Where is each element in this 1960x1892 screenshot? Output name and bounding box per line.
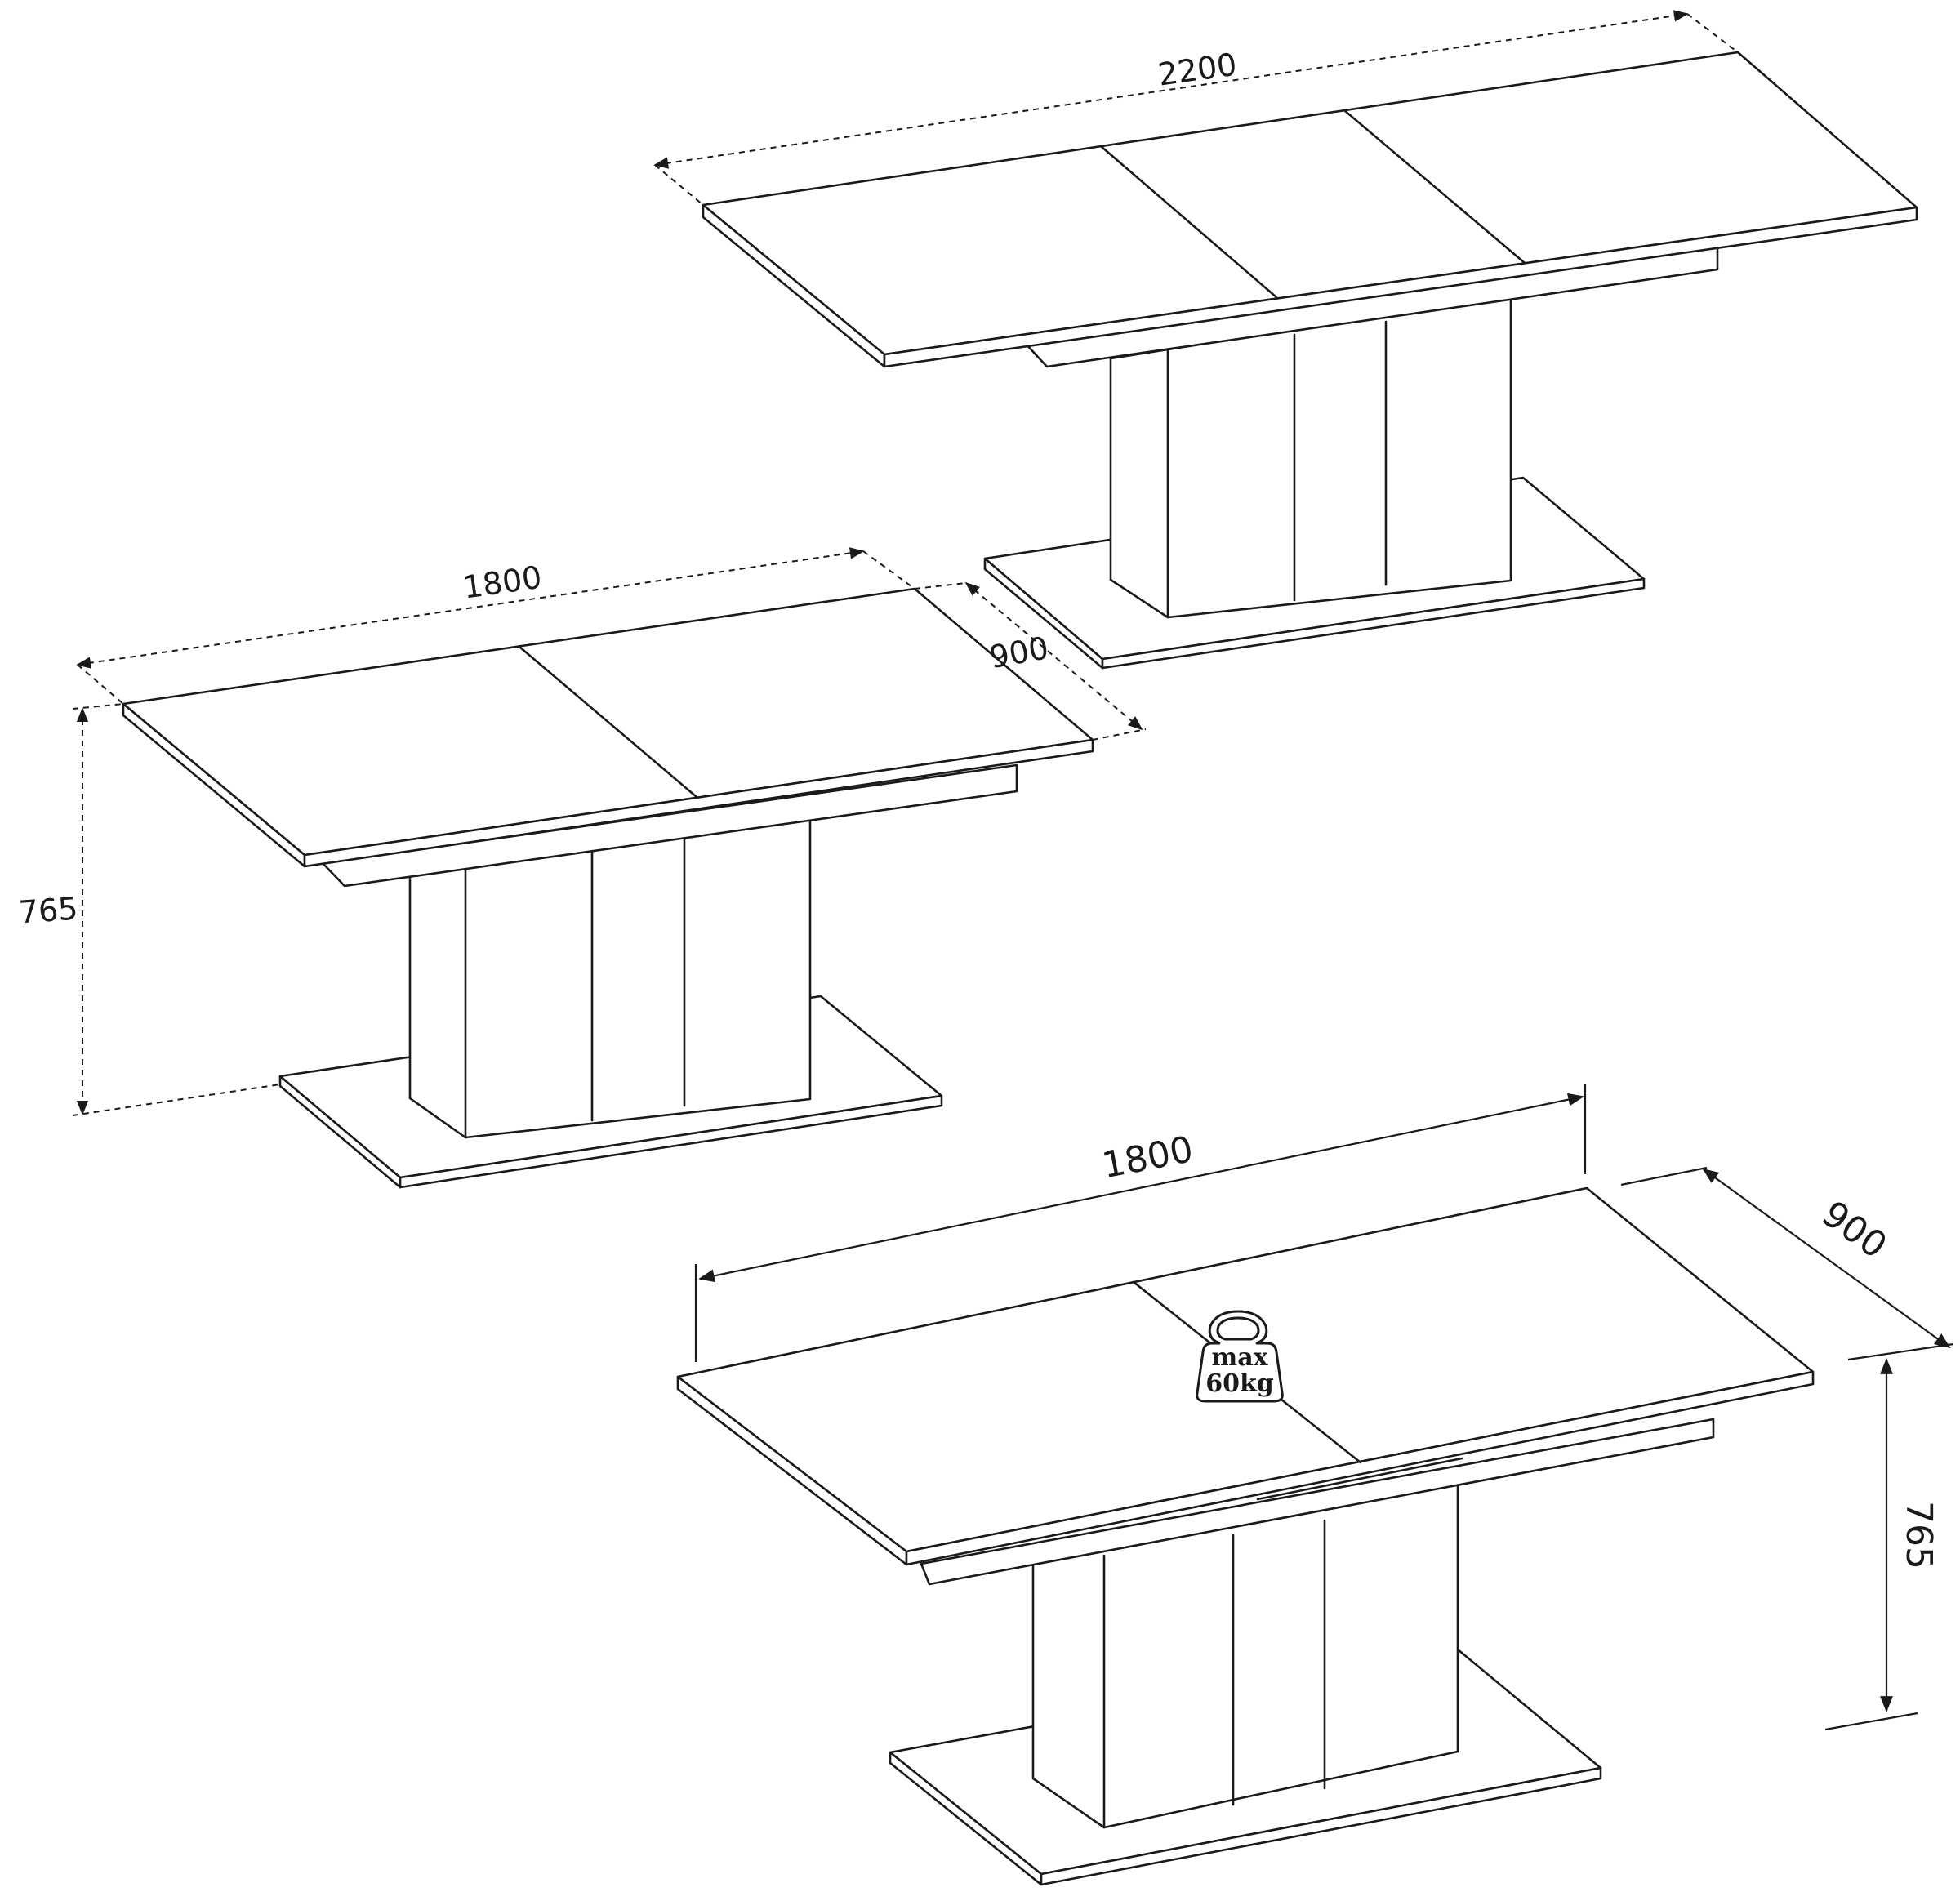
perspective-depth-label: 900 — [1815, 1193, 1895, 1267]
standard-apron — [321, 763, 1018, 888]
perspective-height-dimension: 765 — [1824, 1358, 1940, 1731]
perspective-table-view: max 60kg 1800 900 765 — [676, 1084, 1954, 1886]
standard-height-dimension: 765 — [17, 703, 281, 1116]
perspective-apron — [920, 1418, 1715, 1586]
load-weight-badge: max 60kg — [1196, 1310, 1284, 1403]
standard-table-view: 1800 900 765 — [17, 547, 1147, 1189]
perspective-height-label: 765 — [1898, 1501, 1940, 1569]
extended-length-label: 2200 — [1156, 47, 1239, 93]
extended-table-view: 2200 — [653, 10, 1918, 670]
weight-icon — [1196, 1310, 1284, 1403]
load-badge-line2: 60kg — [1205, 1369, 1274, 1398]
standard-depth-label: 900 — [987, 630, 1051, 675]
perspective-pedestal — [1031, 1483, 1459, 1829]
load-badge-line1: max — [1211, 1343, 1268, 1372]
extended-pedestal — [1109, 294, 1512, 619]
standard-height-label: 765 — [17, 891, 78, 931]
perspective-length-label: 1800 — [1098, 1129, 1196, 1186]
